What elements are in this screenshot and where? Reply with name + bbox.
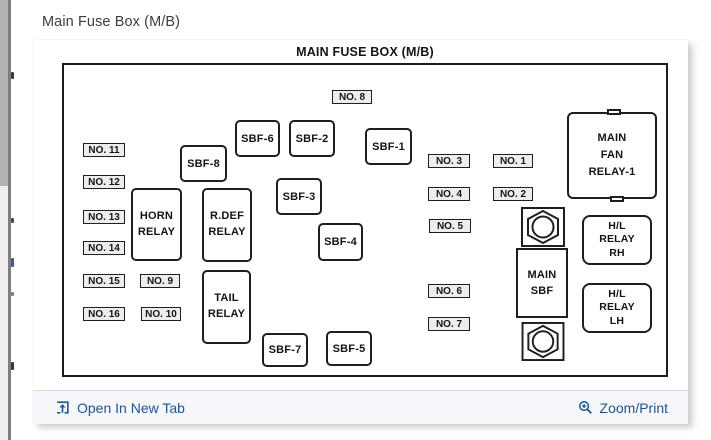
main-sbf-box: MAIN SBF bbox=[516, 248, 568, 318]
sbf-6-box: SBF-6 bbox=[235, 120, 280, 157]
horn-relay-box: HORN RELAY bbox=[131, 188, 182, 261]
sbf-4-box: SBF-4 bbox=[318, 223, 363, 261]
clipped-content-mark bbox=[11, 218, 14, 223]
open-in-new-tab-label: Open In New Tab bbox=[77, 399, 185, 416]
fuse-label-no-11: NO. 11 bbox=[83, 143, 125, 157]
fuse-label-no-7: NO. 7 bbox=[428, 317, 470, 331]
page-edge-scroll-thumb[interactable] bbox=[0, 0, 8, 186]
fuse-label-no-10: NO. 10 bbox=[141, 307, 181, 321]
zoom-print-link[interactable]: Zoom/Print bbox=[578, 400, 668, 416]
dialog-footer: Open In New Tab Zoom/Print bbox=[33, 390, 688, 424]
fuse-label-no-5: NO. 5 bbox=[429, 219, 471, 233]
hl-relay-lh-box: H/L RELAY LH bbox=[582, 283, 652, 333]
tail-relay-box: TAIL RELAY bbox=[202, 270, 251, 344]
fuse-label-no-2: NO. 2 bbox=[493, 187, 533, 201]
fuse-label-no-16: NO. 16 bbox=[83, 307, 125, 321]
relay-terminal-tab bbox=[607, 109, 621, 115]
open-in-new-tab-icon bbox=[55, 400, 70, 415]
hl-relay-rh-box: H/L RELAY RH bbox=[582, 215, 652, 265]
page-edge-divider bbox=[8, 0, 11, 440]
clipped-content-mark bbox=[11, 258, 14, 267]
sbf-8-box: SBF-8 bbox=[180, 145, 227, 182]
main-fan-relay-1-box: MAIN FAN RELAY-1 bbox=[567, 109, 657, 202]
sbf-5-box: SBF-5 bbox=[326, 331, 372, 366]
sbf-2-box: SBF-2 bbox=[289, 120, 335, 157]
zoom-print-label: Zoom/Print bbox=[599, 399, 668, 416]
zoom-in-icon bbox=[578, 400, 593, 415]
diagram-title: MAIN FUSE BOX (M/B) bbox=[296, 45, 434, 59]
fuse-label-no-12: NO. 12 bbox=[83, 175, 125, 189]
main-sbf-bolt-top bbox=[521, 207, 565, 247]
page-title: Main Fuse Box (M/B) bbox=[42, 14, 181, 30]
fuse-label-no-3: NO. 3 bbox=[428, 154, 470, 168]
fuse-label-no-13: NO. 13 bbox=[83, 210, 125, 224]
clipped-content-mark bbox=[11, 292, 14, 296]
fuse-label-no-8: NO. 8 bbox=[332, 90, 372, 104]
fuse-label-no-1: NO. 1 bbox=[493, 154, 533, 168]
fuse-label-no-6: NO. 6 bbox=[428, 284, 470, 298]
sbf-1-box: SBF-1 bbox=[365, 128, 412, 165]
clipped-content-mark bbox=[11, 72, 14, 79]
clipped-content-mark bbox=[11, 362, 14, 370]
fuse-label-no-4: NO. 4 bbox=[428, 187, 470, 201]
fuse-label-no-15: NO. 15 bbox=[83, 274, 125, 288]
main-sbf-bolt-bottom bbox=[521, 322, 565, 361]
relay-terminal-tab bbox=[610, 196, 624, 202]
open-in-new-tab-link[interactable]: Open In New Tab bbox=[55, 400, 185, 416]
fuse-label-no-9: NO. 9 bbox=[140, 274, 180, 288]
fuse-label-no-14: NO. 14 bbox=[83, 241, 125, 255]
sbf-7-box: SBF-7 bbox=[262, 333, 308, 367]
sbf-3-box: SBF-3 bbox=[276, 178, 322, 215]
page-edge-scroll-track bbox=[0, 0, 8, 440]
rdef-relay-box: R.DEF RELAY bbox=[202, 188, 252, 262]
